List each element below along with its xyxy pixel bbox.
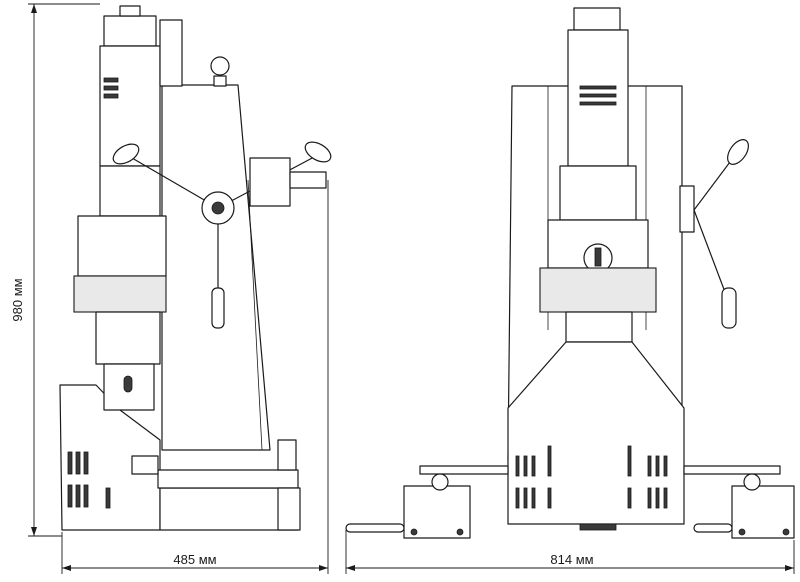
side-view-quill xyxy=(95,311,161,365)
front-view-left-clamp xyxy=(345,465,509,539)
front-width-dimension-label: 814 мм xyxy=(550,552,593,567)
front-view-motor xyxy=(567,29,629,167)
side-view-base-cap xyxy=(277,487,301,531)
height-dimension-label: 980 мм xyxy=(10,278,25,321)
front-view-feed-handle xyxy=(679,139,749,329)
side-width-dimension-label: 485 мм xyxy=(173,552,216,567)
front-view-lower-housing xyxy=(507,341,685,525)
front-view-dimension-lines xyxy=(345,530,795,574)
side-view-column xyxy=(161,84,271,451)
side-view-cross-table xyxy=(157,469,299,489)
front-view-collar xyxy=(539,267,657,313)
side-view-drill xyxy=(59,5,332,531)
front-view-motor-cap xyxy=(573,7,621,31)
front-view-vent-slots xyxy=(515,445,668,509)
side-view-gearbox xyxy=(99,165,161,217)
side-view-base xyxy=(159,487,299,531)
side-view-dimension-lines xyxy=(28,3,329,574)
side-view-connector xyxy=(159,19,183,87)
side-view-spindle-head xyxy=(77,215,167,277)
front-view-drill xyxy=(345,7,795,539)
front-view-quill xyxy=(565,311,633,343)
side-view-feed-gearbox xyxy=(249,157,291,207)
front-view-right-clamp xyxy=(683,465,795,539)
front-view-gearbox xyxy=(559,165,637,221)
side-view-eye-bolt xyxy=(210,56,230,76)
side-view-spindle-collar xyxy=(73,275,167,313)
side-view-motor-cap xyxy=(103,15,157,47)
side-view-feed-handles xyxy=(112,141,332,329)
side-view-vent-slots xyxy=(67,451,111,509)
